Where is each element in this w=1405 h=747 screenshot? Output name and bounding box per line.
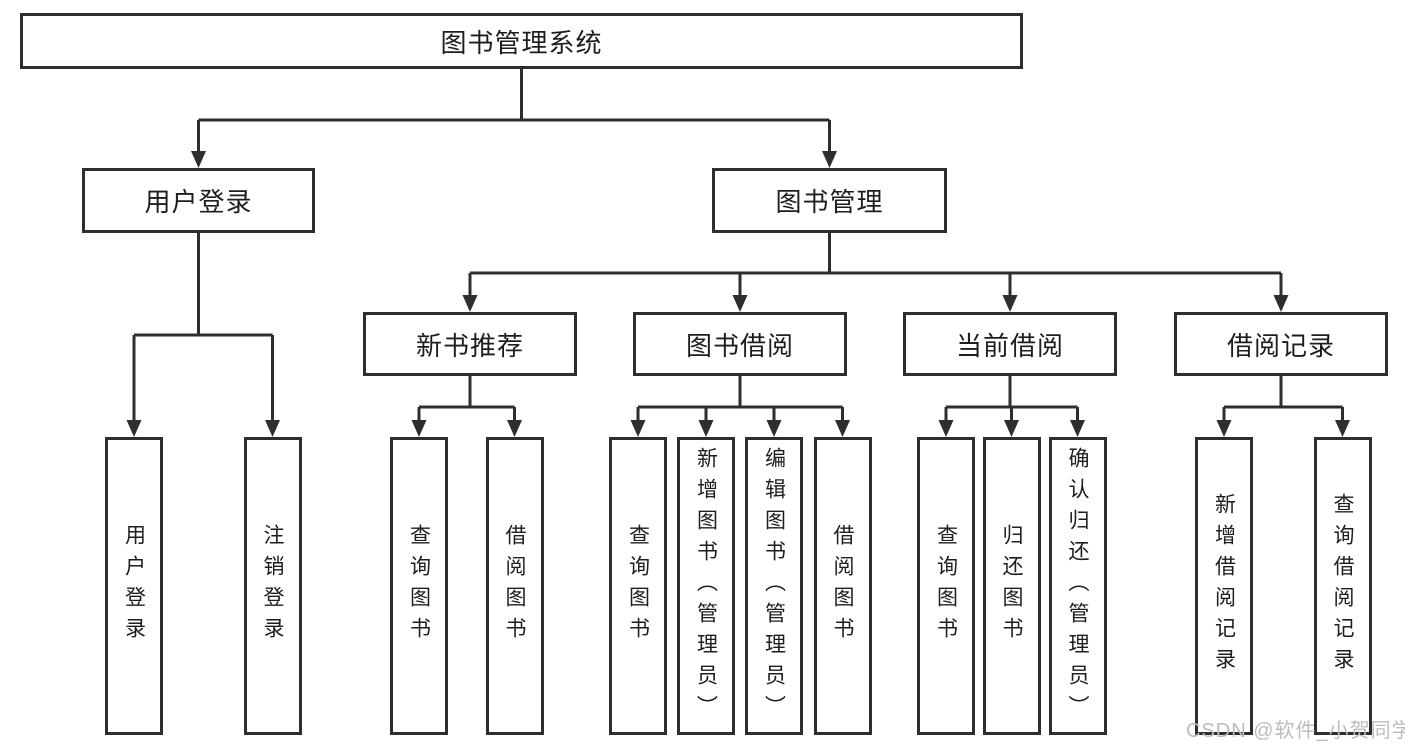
node-root: 图书管理系统 xyxy=(20,13,1023,69)
arrowhead-down xyxy=(835,420,850,437)
arrowhead-down xyxy=(698,420,714,437)
arrowhead-down xyxy=(1004,420,1019,437)
leaf-nbr-query-books: 查询图书 xyxy=(390,437,448,735)
csdn-watermark: CSDN @软件_小贺同学 xyxy=(1186,720,1405,742)
arrowhead-down xyxy=(630,420,646,437)
connector-lines xyxy=(132,69,1344,423)
leaf-br-add-record: 新增借阅记录 xyxy=(1195,437,1253,735)
arrowhead-down xyxy=(411,420,427,437)
arrowhead-down xyxy=(1070,420,1085,437)
arrowhead-down xyxy=(462,295,478,312)
arrowhead-down xyxy=(1216,420,1232,437)
arrowhead-down xyxy=(766,420,782,437)
arrowhead-down xyxy=(507,420,522,437)
arrowhead-down xyxy=(265,420,280,437)
arrowhead-down xyxy=(126,420,142,437)
leaf-user-login: 用户登录 xyxy=(105,437,163,735)
arrowhead-down xyxy=(938,420,954,437)
leaf-logout: 注销登录 xyxy=(243,437,302,735)
arrowhead-down xyxy=(191,151,206,168)
leaf-bb-query-books: 查询图书 xyxy=(609,437,667,735)
node-user-login: 用户登录 xyxy=(82,168,315,233)
leaf-bb-borrow-books: 借阅图书 xyxy=(813,437,872,735)
node-current-borrowing: 当前借阅 xyxy=(903,312,1117,376)
leaf-bb-add-book-admin: 新增图书（管理员） xyxy=(677,437,735,735)
node-book-management: 图书管理 xyxy=(712,168,947,233)
leaf-br-query-record: 查询借阅记录 xyxy=(1313,437,1372,735)
leaf-nbr-borrow-books: 借阅图书 xyxy=(485,437,544,735)
leaf-bb-edit-book-admin: 编辑图书（管理员） xyxy=(745,437,803,735)
node-borrowing-records: 借阅记录 xyxy=(1174,312,1388,376)
arrowhead-down xyxy=(732,295,748,312)
arrowhead-down xyxy=(1273,295,1289,312)
arrowhead-down xyxy=(1002,295,1018,312)
leaf-cb-return-books: 归还图书 xyxy=(982,437,1041,735)
leaf-cb-query-books: 查询图书 xyxy=(917,437,975,735)
arrowhead-down xyxy=(822,151,837,168)
node-book-borrowing: 图书借阅 xyxy=(633,312,847,376)
arrowhead-down xyxy=(1335,420,1350,437)
leaf-cb-confirm-return-admin: 确认归还（管理员） xyxy=(1048,437,1107,735)
node-new-book-recommend: 新书推荐 xyxy=(363,312,577,376)
